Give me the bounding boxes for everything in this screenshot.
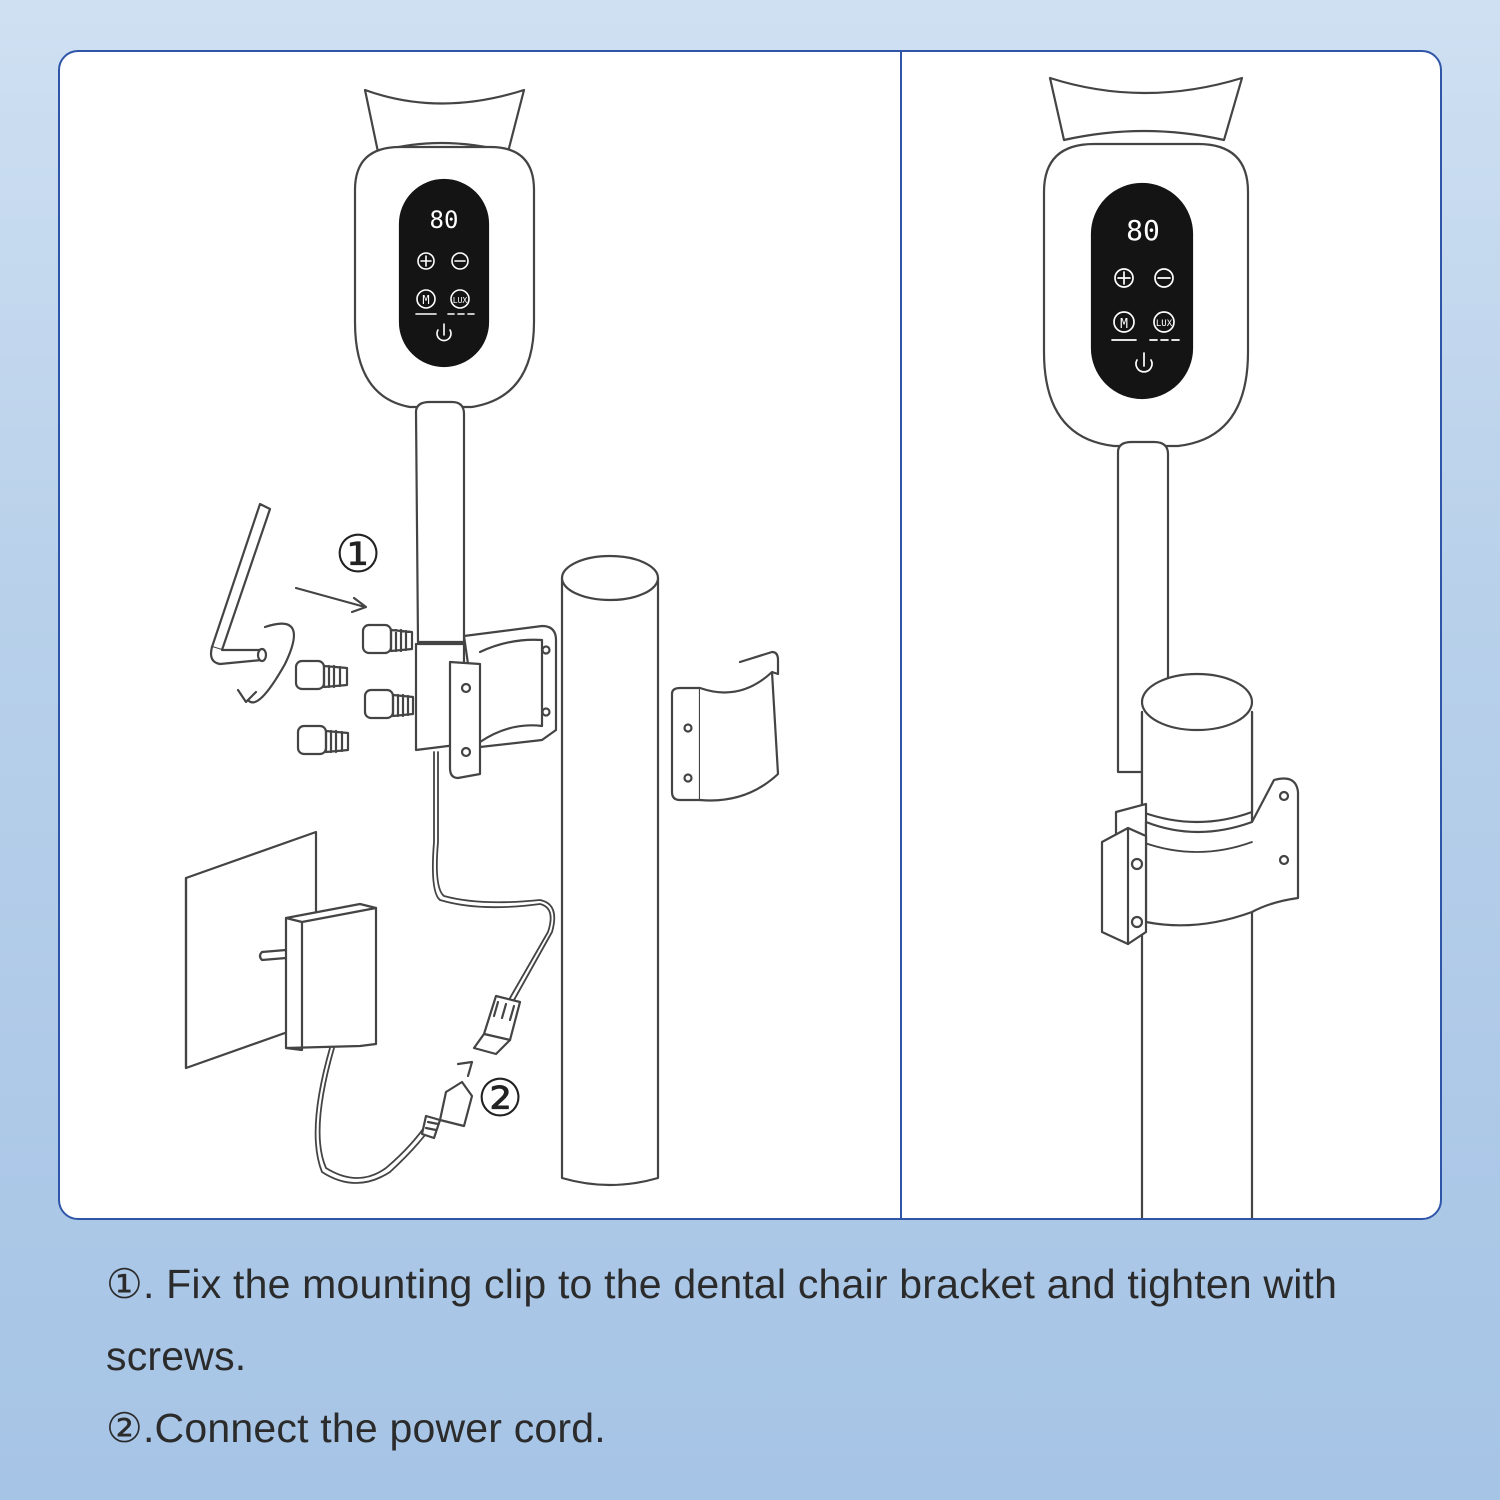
step-2-number: ② bbox=[106, 1405, 143, 1451]
left-lux-button-icon: LUX bbox=[447, 289, 475, 315]
cable-connector-male bbox=[420, 1060, 474, 1140]
svg-text:LUX: LUX bbox=[1156, 319, 1173, 329]
right-plus-button-icon bbox=[1114, 268, 1134, 288]
svg-text:M: M bbox=[422, 293, 429, 307]
step1-marker-label: ① bbox=[335, 525, 382, 585]
step-2-text: .Connect the power cord. bbox=[142, 1405, 606, 1451]
instruction-step-2: ②.Connect the power cord. bbox=[106, 1392, 1446, 1464]
right-mode-button-icon: M bbox=[1111, 311, 1137, 341]
step1-arrow-icon bbox=[294, 586, 368, 614]
power-cable bbox=[314, 751, 556, 1184]
screw-icon bbox=[363, 688, 415, 720]
mounting-clip-front bbox=[414, 624, 558, 780]
right-minus-button-icon bbox=[1154, 268, 1174, 288]
right-chair-pole bbox=[1140, 672, 1254, 1218]
left-chair-pole bbox=[560, 554, 660, 1187]
left-control-screen bbox=[398, 178, 490, 368]
svg-text:LUX: LUX bbox=[453, 296, 468, 305]
right-control-screen bbox=[1090, 182, 1194, 400]
left-plus-button-icon bbox=[417, 252, 435, 270]
left-mode-button-icon: M bbox=[415, 289, 437, 315]
left-minus-button-icon bbox=[451, 252, 469, 270]
instruction-step-1: ①. Fix the mounting clip to the dental c… bbox=[106, 1248, 1446, 1392]
assembled-mounting-clip bbox=[1100, 777, 1300, 946]
svg-text:M: M bbox=[1120, 317, 1128, 332]
step-1-number: ① bbox=[106, 1261, 143, 1307]
right-power-icon bbox=[1135, 352, 1153, 373]
screw-icon bbox=[296, 724, 350, 756]
mounting-clip-back bbox=[670, 650, 780, 802]
screw-icon bbox=[361, 623, 414, 655]
allen-key-icon bbox=[209, 502, 272, 666]
cable-connector-female bbox=[472, 994, 522, 1056]
right-display-readout: 80 bbox=[1126, 214, 1160, 247]
panel-divider bbox=[900, 52, 902, 1218]
left-display-readout: 80 bbox=[430, 206, 459, 234]
right-lamp-assembly: 80 M LUX bbox=[1042, 76, 1250, 774]
screw-icon bbox=[294, 659, 349, 691]
step-1-text: . Fix the mounting clip to the dental ch… bbox=[106, 1261, 1338, 1379]
illustration-panel: 80 M LUX bbox=[58, 50, 1442, 1220]
power-adapter-icon bbox=[258, 902, 378, 1052]
rotation-arrow-icon bbox=[236, 622, 295, 704]
left-power-icon bbox=[436, 323, 452, 342]
instructions-block: ①. Fix the mounting clip to the dental c… bbox=[106, 1248, 1446, 1464]
installation-diagram: 80 M LUX bbox=[184, 76, 1300, 1218]
left-lamp-assembly: 80 M LUX bbox=[353, 88, 536, 644]
right-lux-button-icon: LUX bbox=[1149, 311, 1180, 341]
step2-marker-label: ② bbox=[477, 1069, 524, 1129]
